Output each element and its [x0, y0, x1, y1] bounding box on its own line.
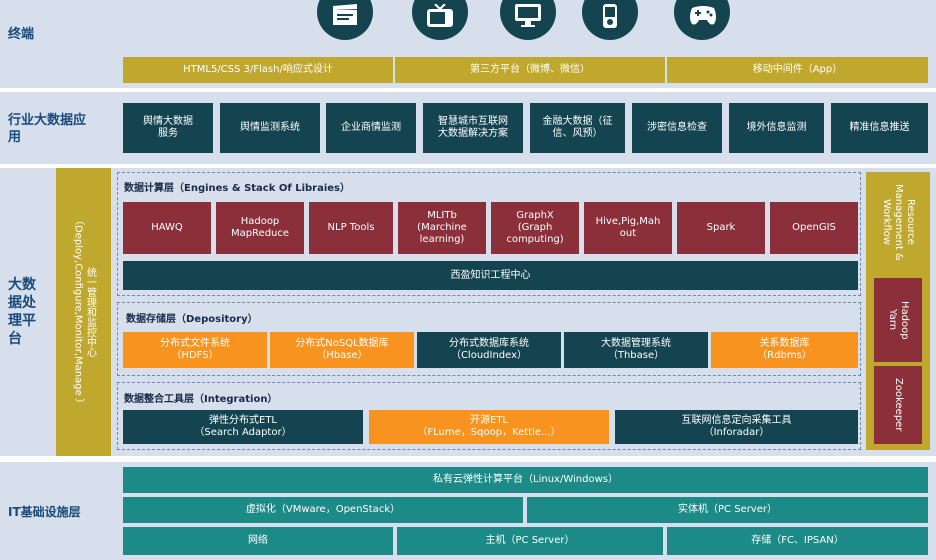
compute-item: Spark — [677, 202, 765, 254]
gamepad-icon — [674, 0, 730, 40]
management-center: 统一管理和监控中心 （Deploy,Configure,Monitor,Mana… — [56, 168, 111, 456]
platform-band: 大数 据处 理平 台 统一管理和监控中心 （Deploy,Configure,M… — [0, 168, 936, 456]
storage-layer — [117, 302, 861, 376]
terminal-label: 终端 — [8, 27, 35, 42]
industry-item: 境外信息监测 — [729, 103, 824, 153]
industry-label: 行业大数据应 用 — [8, 113, 87, 145]
compute-item: MLITb (Marchine learning) — [398, 202, 486, 254]
compute-item: OpenGIS — [770, 202, 858, 254]
industry-item: 精准信息推送 — [831, 103, 928, 153]
monitor-icon — [500, 0, 556, 40]
terminal-bar-mobile: 移动中间件（App） — [667, 57, 928, 83]
industry-item: 舆情监测系统 — [220, 103, 320, 153]
private-cloud-platform: 私有云弹性计算平台（Linux/Windows） — [123, 467, 928, 493]
storage-item: 分布式NoSQL数据库 （Hbase） — [270, 332, 414, 368]
phone-icon — [582, 0, 638, 40]
compute-item: Hadoop MapReduce — [216, 202, 304, 254]
integration-title: 数据整合工具层（Integration） — [124, 394, 278, 405]
hadoop-yarn: Hadoop Yarn — [874, 278, 922, 362]
storage: 存储（FC、IPSAN） — [667, 527, 928, 555]
storage-item: 分布式文件系统 （HDFS） — [123, 332, 267, 368]
compute-layer — [117, 172, 861, 296]
physical-machine: 实体机（PC Server） — [527, 497, 928, 523]
storage-item: 大数据管理系统 （Thbase） — [564, 332, 708, 368]
industry-item: 涉密信息检查 — [632, 103, 722, 153]
clapperboard-icon — [317, 0, 373, 40]
virtualization: 虚拟化（VMware，OpenStack） — [123, 497, 523, 523]
integration-item: 互联网信息定向采集工具 （Inforadar） — [615, 410, 858, 444]
infra-band: IT基础设施层 私有云弹性计算平台（Linux/Windows） 虚拟化（VMw… — [0, 462, 936, 560]
industry-band: 行业大数据应 用 舆情大数据 服务 舆情监测系统 企业商情监测 智慧城市互联网 … — [0, 92, 936, 164]
compute-item: NLP Tools — [309, 202, 393, 254]
integration-layer — [117, 382, 861, 450]
resource-management-label: Resource Management & Workflow — [881, 183, 916, 261]
industry-item: 智慧城市互联网 大数据解决方案 — [423, 103, 523, 153]
terminal-bar-html5: HTML5/CSS 3/Flash/响应式设计 — [123, 57, 393, 83]
integration-item: 开源ETL （FLume，Sqoop，Kettle...） — [369, 410, 609, 444]
integration-item: 弹性分布式ETL （Search Adaptor） — [123, 410, 363, 444]
infra-label: IT基础设施层 — [8, 505, 81, 519]
terminal-bar-thirdparty: 第三方平台（微博、微信） — [395, 57, 665, 83]
network: 网络 — [123, 527, 393, 555]
terminal-band: 终端 HTML5/CSS 3/Flash/响应式设计 第三方平台（微博、微信） … — [0, 0, 936, 88]
industry-item: 舆情大数据 服务 — [123, 103, 213, 153]
compute-item: GraphX (Graph computing) — [491, 202, 579, 254]
industry-item: 金融大数据（征 信、风预） — [530, 103, 625, 153]
industry-item: 企业商情监测 — [326, 103, 416, 153]
host: 主机（PC Server） — [397, 527, 663, 555]
knowledge-center: 西盈知识工程中心 — [123, 261, 858, 290]
compute-title: 数据计算层（Engines & Stack Of Libraies） — [124, 183, 350, 194]
storage-item: 分布式数据库系统 （CloudIndex） — [417, 332, 561, 368]
storage-item: 关系数据库 （Rdbms） — [711, 332, 858, 368]
compute-item: Hive,Pig,Mah out — [584, 202, 672, 254]
compute-item: HAWQ — [123, 202, 211, 254]
zookeeper: Zookeeper — [874, 366, 922, 444]
storage-title: 数据存储层（Depository） — [126, 314, 258, 325]
tv-icon — [412, 0, 468, 40]
platform-label: 大数 据处 理平 台 — [8, 277, 36, 347]
